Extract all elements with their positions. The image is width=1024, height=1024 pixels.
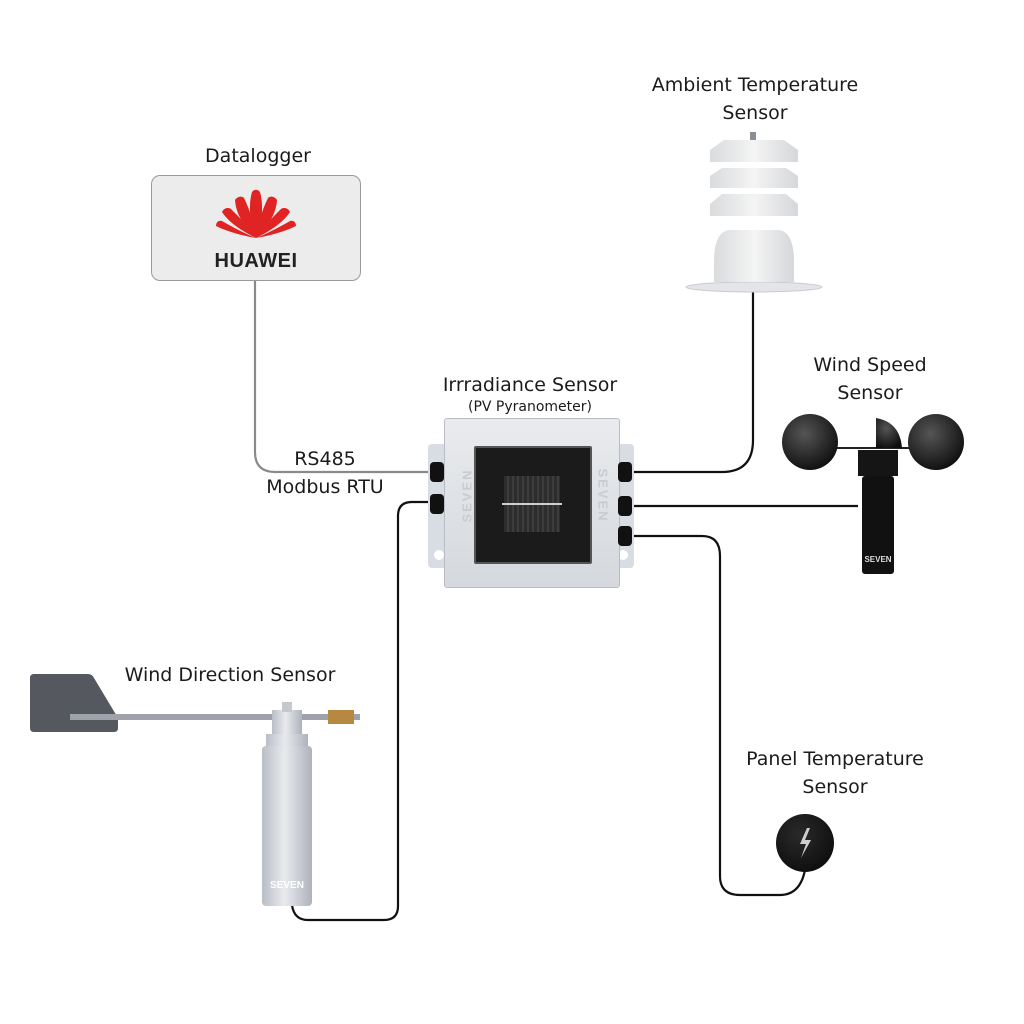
wind-direction-label: Wind Direction Sensor <box>124 664 336 686</box>
wire-panel-temp <box>630 534 807 897</box>
wind-direction-sensor-device[interactable]: SEVEN <box>26 670 366 910</box>
rs485-label: RS485 <box>294 448 356 470</box>
modbus-rtu-label: Modbus RTU <box>266 476 384 498</box>
wind-speed-label-line1: Wind Speed <box>813 354 927 376</box>
irradiance-right-brand: SEVEN <box>595 468 611 523</box>
wind-speed-sensor-device[interactable]: SEVEN <box>780 412 966 582</box>
radiation-shield-icon <box>685 132 823 293</box>
huawei-logo-icon <box>216 189 296 238</box>
anemometer-icon: SEVEN <box>782 414 964 574</box>
connector-left-2[interactable] <box>430 494 444 514</box>
irradiance-sensor-device[interactable]: SEVEN SEVEN <box>428 418 634 588</box>
mount-hole <box>618 550 628 560</box>
mount-hole <box>434 550 444 560</box>
irradiance-sensor-label: Irrradiance Sensor <box>442 374 618 396</box>
wire-wind-direction <box>290 500 432 922</box>
ambient-temp-sensor-device[interactable] <box>684 132 824 294</box>
wire-rs485 <box>253 280 432 474</box>
lightning-bolt-icon <box>800 828 811 858</box>
pyranometer-window <box>474 446 592 564</box>
connector-right-3[interactable] <box>618 526 632 546</box>
irradiance-sensor-sublabel: (PV Pyranometer) <box>467 399 592 415</box>
wind-speed-label-line2: Sensor <box>837 382 903 404</box>
huawei-brand-text: HUAWEI <box>214 250 298 272</box>
connector-right-2[interactable] <box>618 496 632 516</box>
datalogger-device[interactable]: HUAWEI <box>151 175 361 281</box>
ambient-temp-label-line1: Ambient Temperature <box>651 74 859 96</box>
panel-temp-label-line1: Panel Temperature <box>746 748 924 770</box>
panel-temp-sensor-device[interactable] <box>776 814 834 872</box>
connector-left-1[interactable] <box>430 462 444 482</box>
panel-temp-label-line2: Sensor <box>802 776 868 798</box>
wire-ambient-temp <box>630 292 755 474</box>
wind-speed-brand: SEVEN <box>864 555 891 564</box>
wind-direction-brand: SEVEN <box>270 880 304 891</box>
wind-vane-icon: SEVEN <box>30 674 360 906</box>
datalogger-label: Datalogger <box>205 145 311 167</box>
cell-bar <box>502 503 562 505</box>
irradiance-left-brand: SEVEN <box>459 468 475 523</box>
ambient-temp-label-line2: Sensor <box>722 102 788 124</box>
connector-right-1[interactable] <box>618 462 632 482</box>
